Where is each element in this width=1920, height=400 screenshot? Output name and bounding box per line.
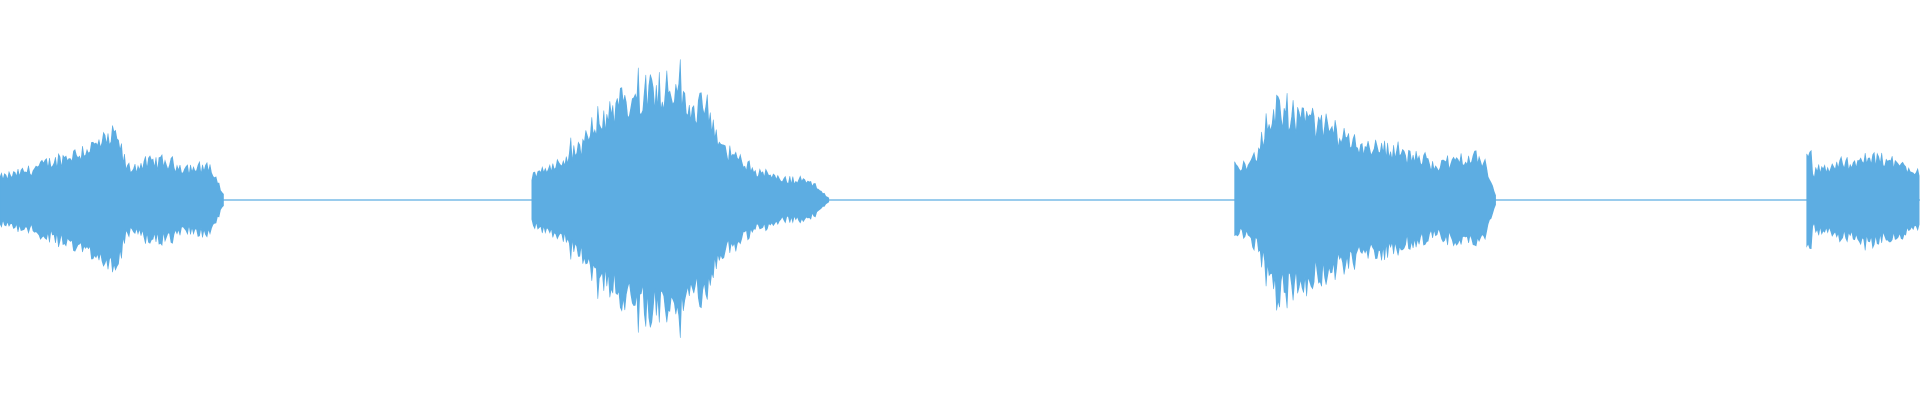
waveform-segment <box>1806 149 1920 251</box>
waveform-segment <box>531 59 830 338</box>
waveform-segment <box>1234 93 1496 311</box>
waveform-segments <box>0 59 1920 338</box>
waveform-segment <box>0 125 224 273</box>
